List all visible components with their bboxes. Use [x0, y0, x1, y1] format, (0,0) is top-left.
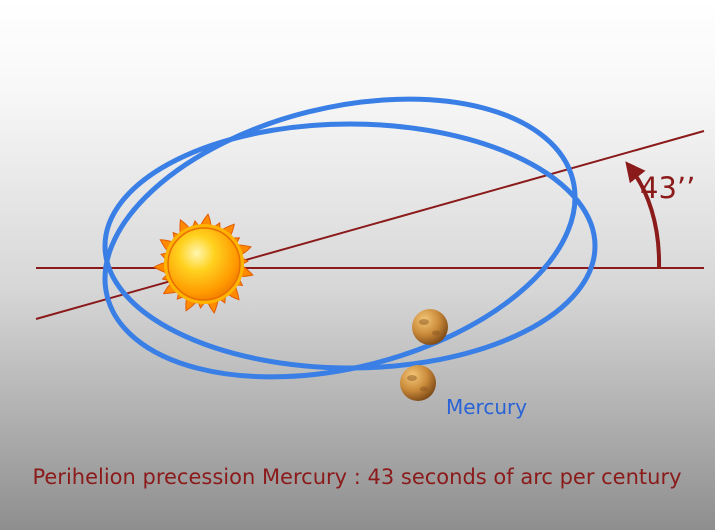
precessed-axis-line [35, 130, 705, 320]
sun-icon [153, 213, 254, 314]
orbit-rotated [102, 96, 578, 380]
mercury-label: Mercury [446, 395, 527, 419]
caption: Perihelion precession Mercury : 43 secon… [32, 465, 681, 489]
angle-arc-arrow [625, 161, 662, 269]
angle-label: 43’’ [640, 171, 695, 205]
mercury-icon [412, 309, 448, 345]
mercury-icon-second [400, 365, 436, 401]
